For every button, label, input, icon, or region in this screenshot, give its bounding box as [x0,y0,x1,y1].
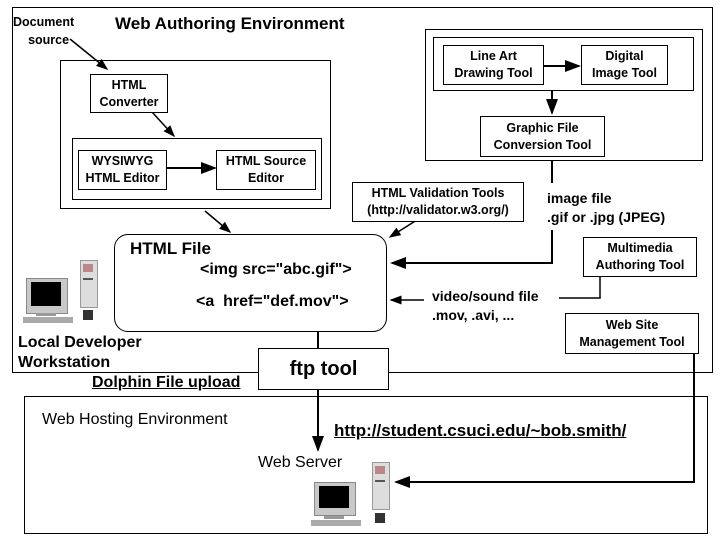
html-file-box [114,234,387,332]
html-converter-box[interactable]: HTML Converter [90,74,168,113]
multimedia-authoring-tool-box[interactable]: Multimedia Authoring Tool [583,237,697,277]
html-file-anchor-tag: <a href="def.mov"> [196,293,349,310]
workstation-computer-icon [18,258,98,328]
authoring-environment-title: Web Authoring Environment [115,14,345,33]
document-source-label: Document source [13,15,75,47]
web-site-management-tool-box[interactable]: Web Site Management Tool [565,313,699,354]
html-validation-tools-box[interactable]: HTML Validation Tools (http://validator.… [352,182,524,222]
hosting-environment-frame [24,396,708,534]
arrow-sitemgmt-to-server [394,353,695,488]
student-site-url-link[interactable]: http://student.csuci.edu/~bob.smith/ [334,421,627,440]
workstation-label: Local Developer Workstation [18,334,142,371]
image-file-label: image file .gif or .jpg (JPEG) [547,190,666,225]
video-sound-file-label: video/sound file .mov, .avi, ... [432,288,539,323]
web-server-label: Web Server [258,454,343,471]
ftp-tool-box[interactable]: ftp tool [258,348,389,390]
dolphin-file-upload-label[interactable]: Dolphin File upload [92,374,241,391]
html-file-img-tag: <img src="abc.gif"> [200,261,352,278]
digital-image-tool-box[interactable]: Digital Image Tool [581,45,668,85]
arrow-source-to-converter [69,38,109,70]
html-source-editor-box[interactable]: HTML Source Editor [216,150,316,190]
hosting-environment-title: Web Hosting Environment [42,411,228,428]
arrow-imagefile-to-htmlfile [390,230,553,269]
arrow-converter-to-editors [151,111,176,138]
arrow-editors-to-htmlfile [204,210,232,233]
html-file-title: HTML File [130,239,211,258]
graphic-file-conversion-tool-box[interactable]: Graphic File Conversion Tool [480,116,605,157]
wysiwyg-editor-box[interactable]: WYSIWYG HTML Editor [78,150,167,190]
line-art-drawing-tool-box[interactable]: Line Art Drawing Tool [443,45,544,85]
web-server-computer-icon [306,460,392,530]
line-multimedia-to-video [559,277,601,299]
